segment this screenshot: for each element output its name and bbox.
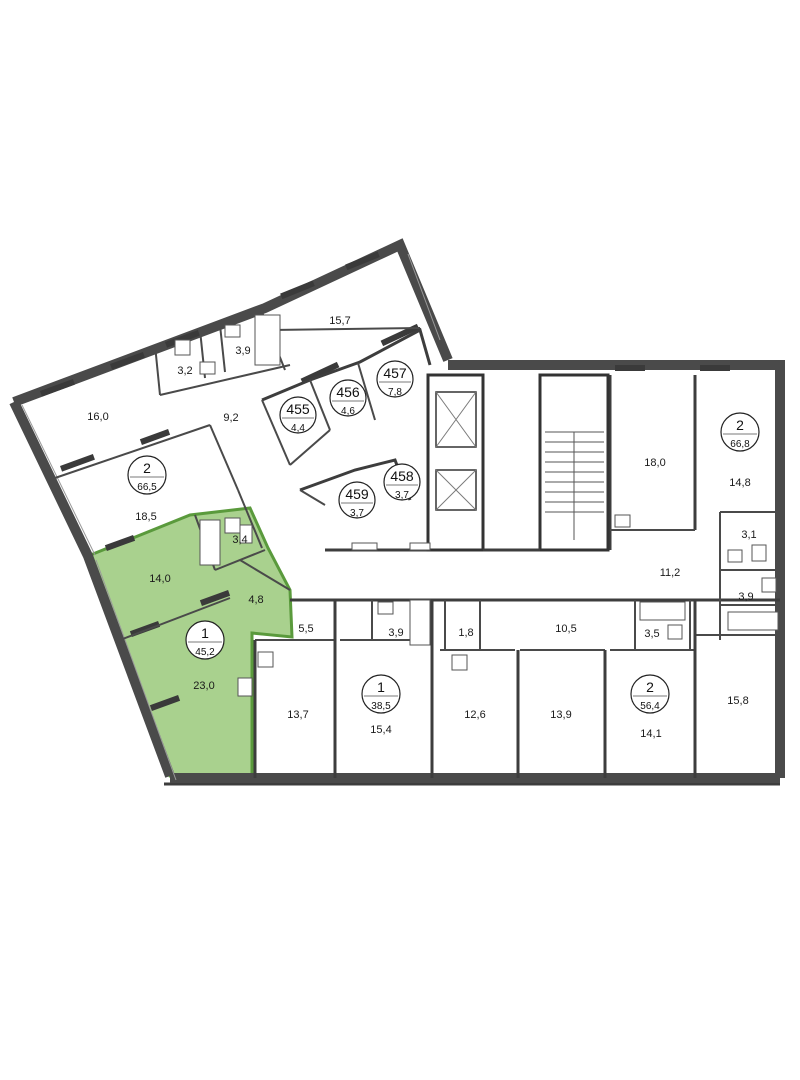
room-area-3-4: 3,4 <box>232 534 247 546</box>
apartment-rooms: 1 <box>377 679 385 695</box>
storage-number: 456 <box>336 384 360 400</box>
room-area-18-5: 18,5 <box>135 511 156 523</box>
storage-badge-459[interactable]: 459 3,7 <box>338 481 376 519</box>
room-area-3-2: 3,2 <box>177 365 192 377</box>
room-area-12-6: 12,6 <box>464 709 485 721</box>
fixtures <box>174 314 779 697</box>
room-area-3-9-top: 3,9 <box>235 345 250 357</box>
storage-area: 3,7 <box>350 508 364 519</box>
room-area-18-0: 18,0 <box>644 457 665 469</box>
room-area-15-4: 15,4 <box>370 724 391 736</box>
room-area-13-7: 13,7 <box>287 709 308 721</box>
room-area-14-0: 14,0 <box>149 573 170 585</box>
room-area-15-7: 15,7 <box>329 315 350 327</box>
storage-area: 3,7 <box>395 490 409 501</box>
room-area-14-1: 14,1 <box>640 728 661 740</box>
apartment-rooms: 1 <box>201 625 209 641</box>
storage-number: 455 <box>286 401 310 417</box>
room-area-5-5: 5,5 <box>298 623 313 635</box>
room-area-15-8: 15,8 <box>727 695 748 707</box>
room-labels: 15,7 3,9 3,2 16,0 9,2 18,5 3,4 14,0 4,8 … <box>87 315 756 740</box>
apartment-badge-2-bottom-right[interactable]: 2 56,4 <box>630 674 670 714</box>
room-area-9-2: 9,2 <box>223 412 238 424</box>
apartment-area: 45,2 <box>195 647 215 658</box>
room-area-3-9-right: 3,9 <box>738 591 753 603</box>
room-area-3-9-mid: 3,9 <box>388 627 403 639</box>
apartment-rooms: 2 <box>646 679 654 695</box>
room-area-4-8: 4,8 <box>248 594 263 606</box>
room-area-3-5: 3,5 <box>644 628 659 640</box>
storage-area: 7,8 <box>388 387 402 398</box>
room-area-10-5: 10,5 <box>555 623 576 635</box>
apartment-rooms: 2 <box>736 417 744 433</box>
storage-area: 4,6 <box>341 406 355 417</box>
storage-number: 458 <box>390 468 414 484</box>
room-area-13-9: 13,9 <box>550 709 571 721</box>
apartment-badge-2-top-right[interactable]: 2 66,8 <box>720 412 760 452</box>
apartment-badge-1-mid[interactable]: 1 38,5 <box>361 674 401 714</box>
apartment-badge-2-left[interactable]: 2 66,5 <box>127 455 167 495</box>
apartment-badge-1-selected[interactable]: 1 45,2 <box>185 620 225 660</box>
apartment-area: 56,4 <box>640 701 660 712</box>
apartment-area: 38,5 <box>371 701 391 712</box>
room-area-11-2: 11,2 <box>660 567 681 579</box>
storage-badge-455[interactable]: 455 4,4 <box>279 396 317 434</box>
room-area-16-0: 16,0 <box>87 411 108 423</box>
room-area-14-8: 14,8 <box>729 477 750 489</box>
room-area-23-0: 23,0 <box>193 680 214 692</box>
room-area-1-8: 1,8 <box>458 627 473 639</box>
stair-core <box>426 373 610 552</box>
apartment-area: 66,8 <box>730 439 750 450</box>
storage-number: 459 <box>345 486 369 502</box>
storage-badge-456[interactable]: 456 4,6 <box>329 379 367 417</box>
room-area-3-1: 3,1 <box>741 529 756 541</box>
storage-area: 4,4 <box>291 423 305 434</box>
storage-badge-458[interactable]: 458 3,7 <box>383 463 421 501</box>
apartment-rooms: 2 <box>143 460 151 476</box>
storage-badge-457[interactable]: 457 7,8 <box>376 360 414 398</box>
storage-number: 457 <box>383 365 407 381</box>
apartment-area: 66,5 <box>137 482 157 493</box>
